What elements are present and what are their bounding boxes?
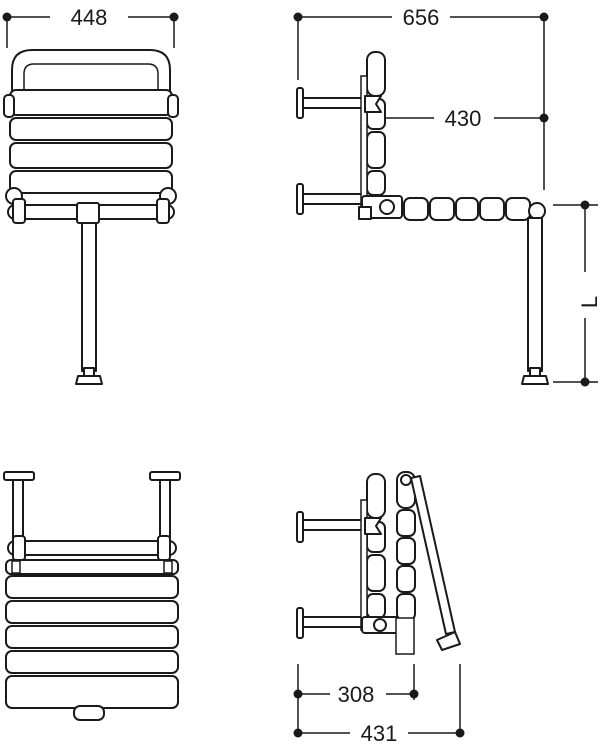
seat-slat	[5, 650, 179, 674]
seat-slat	[9, 142, 173, 169]
wall-arm	[302, 616, 366, 628]
front-view: 448	[2, 5, 179, 385]
seat-slat	[9, 89, 173, 116]
seat-slat-side	[479, 197, 505, 221]
seat-slat	[9, 170, 173, 194]
dim-wall-to-post: 430	[376, 106, 549, 131]
leg-bracket	[76, 202, 100, 224]
wall-plate	[149, 471, 181, 481]
wall-arm	[12, 479, 24, 539]
dim-side-depth: 656	[293, 5, 549, 190]
wall-arm	[302, 97, 366, 109]
wall-arm	[159, 479, 171, 539]
dim-side-depth-label: 656	[403, 5, 440, 30]
side-view-unfolded: 656 430 L	[293, 5, 602, 387]
dim-folded-outer-label: 431	[361, 721, 398, 746]
support-leg-side	[527, 217, 543, 372]
folded-leg-foot	[73, 705, 105, 721]
backrest-slat	[366, 170, 386, 196]
leg-foot	[75, 375, 103, 385]
seat-slat	[5, 575, 179, 599]
dim-front-width: 448	[2, 5, 179, 48]
seat-slat-side	[455, 197, 479, 221]
wall-arm	[302, 193, 366, 205]
dim-front-width-label: 448	[71, 5, 108, 30]
seat-slat	[5, 625, 179, 649]
folded-leg	[410, 475, 456, 635]
seat-slat	[9, 117, 173, 141]
backrest-slat	[366, 473, 386, 519]
dim-leg-length: L	[553, 200, 602, 387]
folded-seat-slat	[396, 509, 416, 537]
dim-leg-length-label: L	[577, 296, 602, 308]
seat-slat-side	[429, 197, 455, 221]
backrest-slat	[366, 593, 386, 619]
seat-slat-side	[505, 197, 531, 221]
support-leg	[81, 222, 97, 372]
front-pivot	[528, 202, 546, 220]
seat-slat	[5, 600, 179, 624]
wall-arm	[302, 519, 366, 531]
seat-slat-side	[403, 197, 429, 221]
dim-folded-outer: 431	[293, 664, 465, 746]
folded-leg-foot	[436, 631, 461, 651]
dim-folded-inner-label: 308	[338, 682, 375, 707]
seat-slat	[5, 675, 179, 709]
wall-plate	[3, 471, 35, 481]
dim-wall-to-post-label: 430	[445, 106, 482, 131]
backrest-slat	[366, 554, 386, 592]
rear-view-folded	[3, 471, 181, 721]
side-view-folded: 308 431	[293, 471, 465, 746]
folded-seat-slat	[396, 537, 416, 565]
support-bar	[7, 540, 177, 556]
folded-seat-slat	[396, 565, 416, 593]
backrest-slat	[366, 51, 386, 97]
folded-seat-slat	[396, 593, 416, 621]
dim-folded-inner: 308	[293, 664, 419, 735]
backrest-slat	[366, 131, 386, 169]
